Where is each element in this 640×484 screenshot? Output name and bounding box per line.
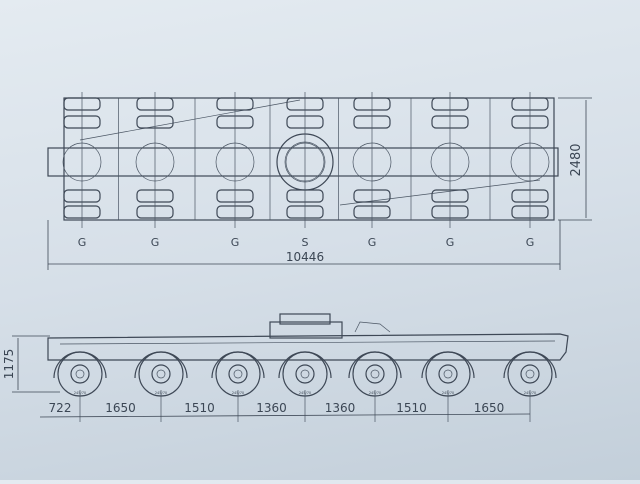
spacing-dimension: 722 <box>49 401 72 415</box>
side-frame <box>47 333 569 361</box>
turntable-top <box>279 313 331 325</box>
axle-label: G <box>446 236 455 249</box>
wheel-rim <box>151 364 171 384</box>
wheel-rim <box>520 364 540 384</box>
spacing-dimension: 1650 <box>474 401 505 415</box>
wheel-hub <box>525 369 535 379</box>
turntable-side <box>269 321 343 339</box>
wheel-hub <box>75 369 85 379</box>
wheel-hub <box>156 369 166 379</box>
spacing-dimension: 1510 <box>396 401 427 415</box>
wheel-rim <box>70 364 90 384</box>
spacing-dimension: 1360 <box>256 401 287 415</box>
axle-label: G <box>231 236 240 249</box>
coupling-gear <box>354 321 391 333</box>
wheel <box>425 351 471 397</box>
wheel <box>57 351 103 397</box>
wheel-rim <box>228 364 248 384</box>
top-view: G G G S G G G 2480 10446 <box>47 92 592 270</box>
axle-label: G <box>78 236 87 249</box>
steering-rod <box>79 99 301 141</box>
wheel-rim <box>365 364 385 384</box>
wheel-hub <box>233 369 243 379</box>
spacing-dimension: 1650 <box>105 401 136 415</box>
wheel <box>282 351 328 397</box>
wheel-hub <box>370 369 380 379</box>
wheel-rim <box>295 364 315 384</box>
wheel-rim <box>438 364 458 384</box>
wheel <box>215 351 261 397</box>
top-main-beam <box>47 147 559 177</box>
wheel-hub <box>300 369 310 379</box>
axle-label: S <box>302 236 309 249</box>
frame-line <box>59 340 556 345</box>
wheel <box>352 351 398 397</box>
spacing-dimension: 1510 <box>184 401 215 415</box>
height-dimension: 1175 <box>2 349 16 380</box>
wheel <box>138 351 184 397</box>
axle-label: G <box>526 236 535 249</box>
width-dimension: 2480 <box>569 143 584 176</box>
length-dimension: 10446 <box>286 250 324 264</box>
spacing-dimension-line <box>39 413 531 418</box>
steering-rod <box>339 179 541 206</box>
spacing-dimension: 1360 <box>325 401 356 415</box>
axle-label: G <box>368 236 377 249</box>
wheel <box>507 351 553 397</box>
axle-label: G <box>151 236 160 249</box>
wheel-hub <box>443 369 453 379</box>
